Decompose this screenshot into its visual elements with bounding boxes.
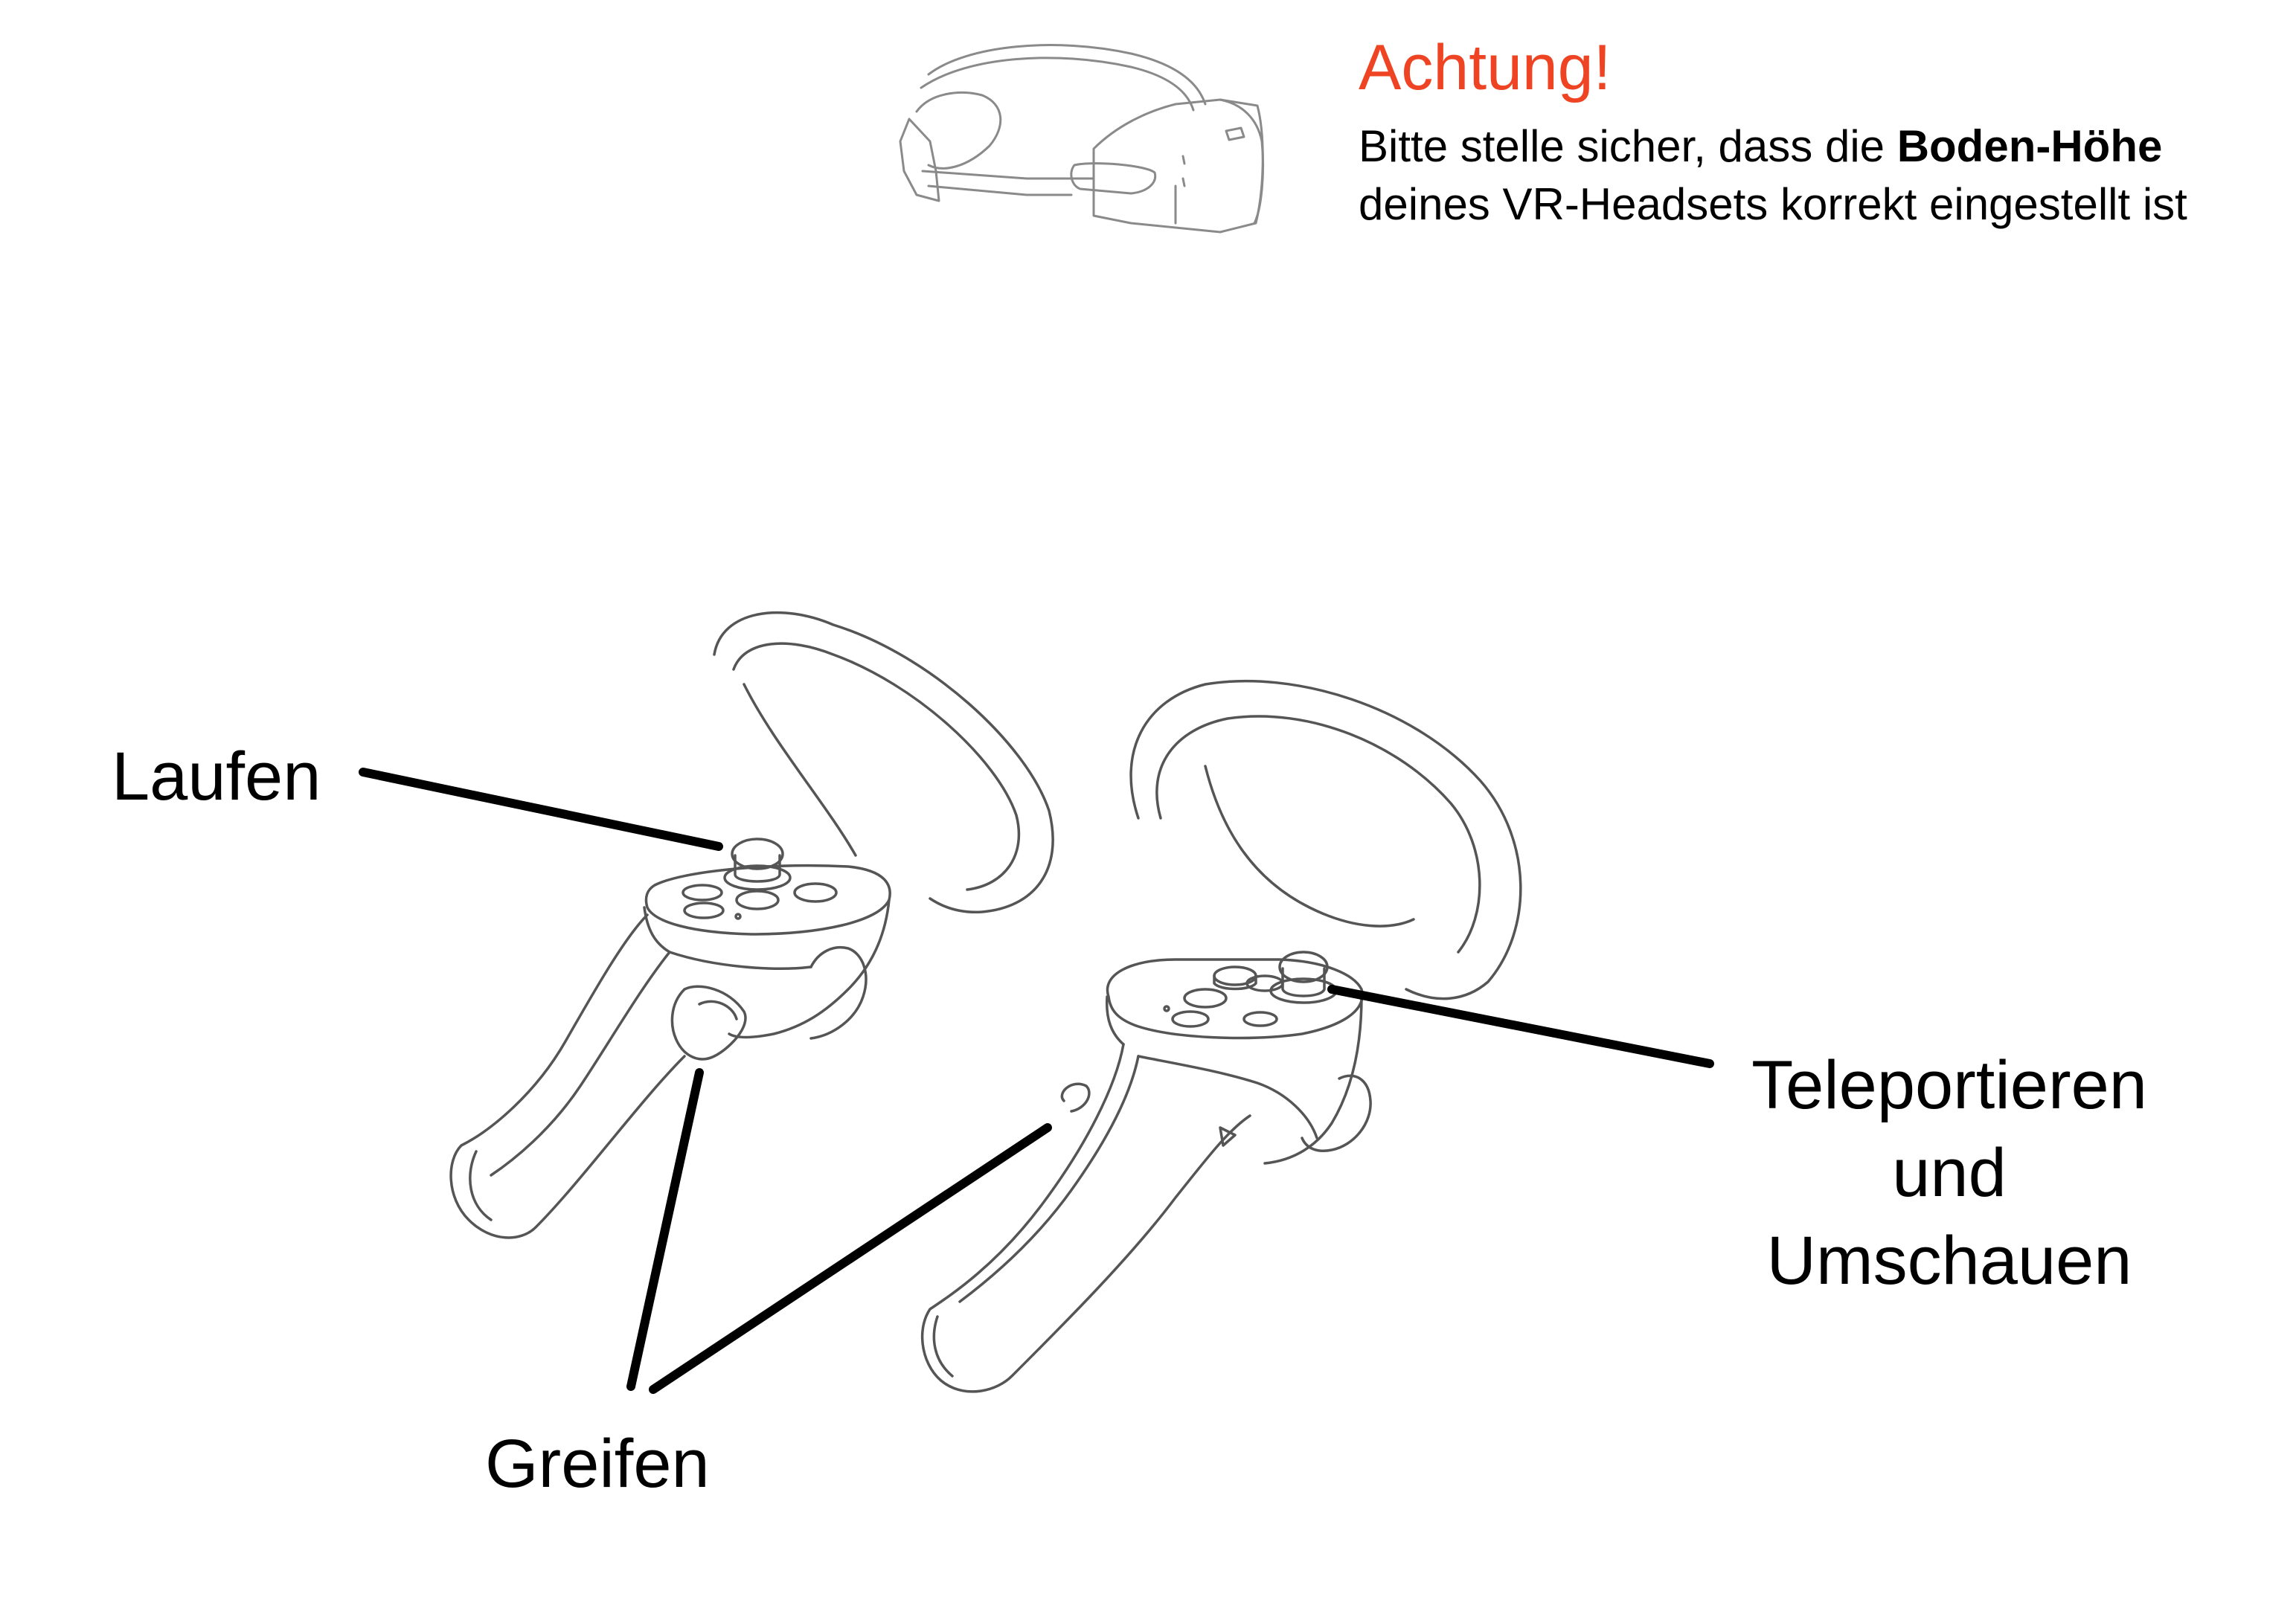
callout-line-grab-right (649, 1123, 1052, 1394)
callout-line-teleport (1327, 985, 1714, 1068)
label-teleport-line1: Teleportieren (1751, 1047, 2147, 1123)
warning-title: Achtung! (1359, 32, 1612, 103)
warning-line1-bold: Boden-Höhe (1896, 121, 2163, 171)
vr-headset-icon (899, 44, 1265, 234)
label-teleport-line2: und (1892, 1135, 2007, 1211)
callout-line-grab-left (626, 1068, 704, 1391)
label-walk: Laufen (112, 739, 321, 814)
callout-lines (359, 768, 1714, 1394)
warning-line2-text: deines VR-Headsets korrekt eingestellt i… (1359, 179, 2187, 229)
left-controller-icon (449, 611, 1054, 1239)
label-teleport-line3: Umschauen (1766, 1223, 2132, 1299)
right-controller-icon (920, 679, 1522, 1393)
warning-line1-text: Bitte stelle sicher, dass die (1359, 121, 1897, 171)
callout-line-walk (359, 768, 723, 851)
label-teleport: Teleportieren und Umschauen (1726, 1041, 2172, 1305)
warning-message: Bitte stelle sicher, dass die Boden-Höhe… (1359, 118, 2187, 234)
label-grab: Greifen (485, 1426, 710, 1502)
